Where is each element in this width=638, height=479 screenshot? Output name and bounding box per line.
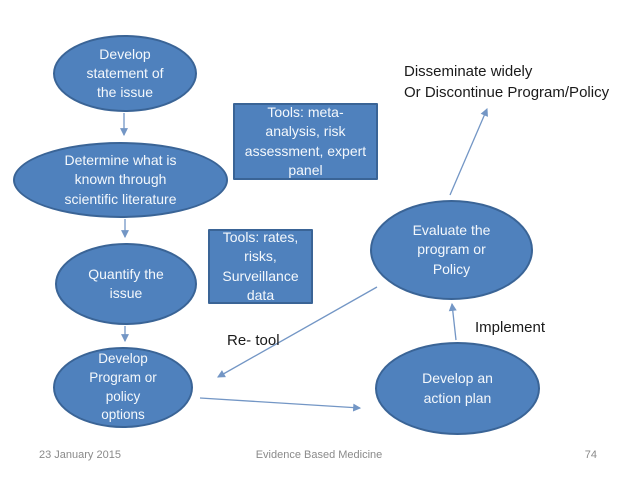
box-tools-rates: Tools: rates, risks, Surveillance data xyxy=(208,229,313,304)
footer-slide-title: Evidence Based Medicine xyxy=(255,449,383,461)
footer-page-number: 74 xyxy=(584,449,597,461)
arrow-actionplan-to-evaluate xyxy=(448,302,457,341)
node-quantify-issue: Quantify the issue xyxy=(55,243,197,325)
box-tools-meta-analysis: Tools: meta- analysis, risk assessment, … xyxy=(233,103,378,180)
label-implement: Implement xyxy=(475,319,546,336)
arrow-evaluate-to-disseminate xyxy=(449,107,488,196)
label-retool: Re- tool xyxy=(227,332,280,349)
node-evaluate-program: Evaluate the program or Policy xyxy=(370,200,533,300)
arrow-program-to-actionplan xyxy=(199,397,362,412)
label-disseminate-widely: Disseminate widely Or Discontinue Progra… xyxy=(404,63,610,101)
node-develop-action-plan: Develop an action plan xyxy=(375,342,540,435)
node-develop-statement: Develop statement of the issue xyxy=(53,35,197,112)
footer-date: 23 January 2015 xyxy=(39,449,121,461)
node-determine-known: Determine what is known through scientif… xyxy=(13,142,228,218)
node-develop-program-options: Develop Program or policy options xyxy=(53,347,193,428)
